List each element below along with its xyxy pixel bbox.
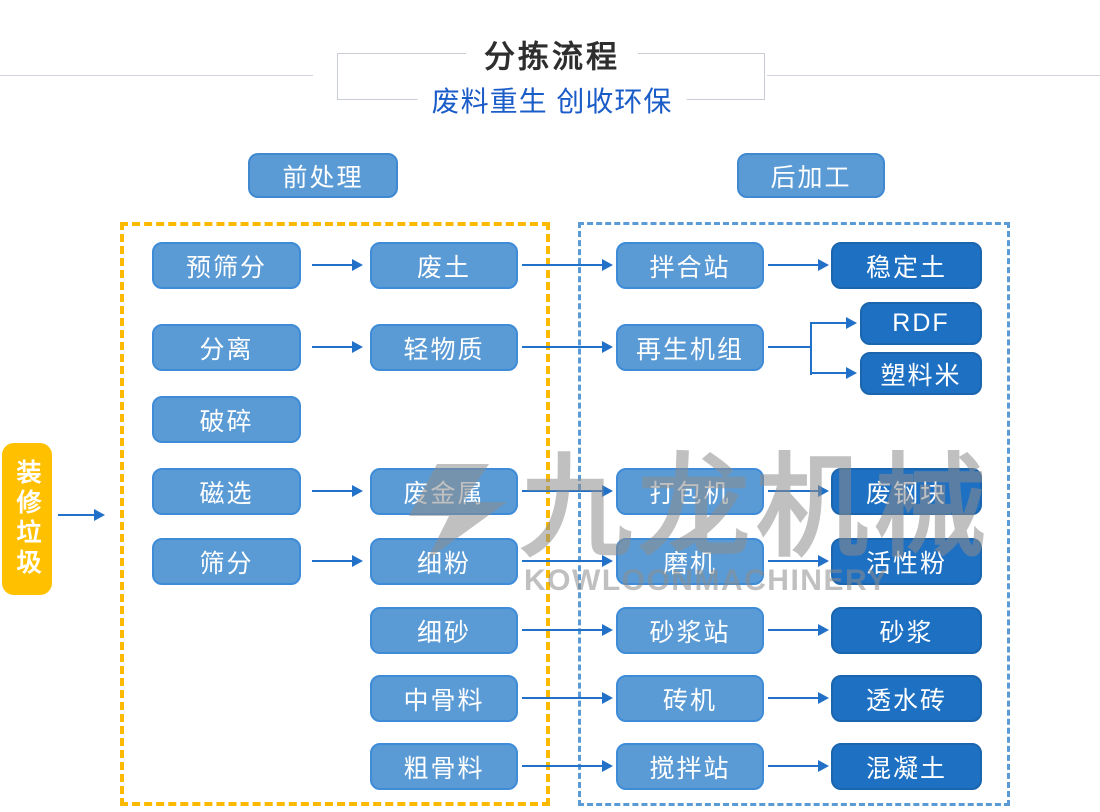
node-coarse-aggregate: 粗骨料	[370, 743, 518, 790]
node-stabilized-soil: 稳定土	[831, 242, 982, 289]
arrow-mediumaggregate-to-brickmachine	[522, 692, 613, 704]
node-mill: 磨机	[616, 538, 764, 585]
arrow-prescreen-to-wastesoil	[312, 259, 363, 271]
arrow-finepowder-to-mill	[522, 555, 613, 567]
arrow-mortarstation-to-mortar	[768, 624, 829, 636]
arrow-regenerationunit-to-plasticpellets	[812, 367, 857, 379]
node-waste-soil: 废土	[370, 242, 518, 289]
section-label-postprocessing: 后加工	[737, 153, 885, 198]
postprocessing-group-box	[578, 222, 1010, 806]
page-title: 分拣流程	[466, 31, 638, 77]
node-baler: 打包机	[616, 468, 764, 515]
node-fine-powder: 细粉	[370, 538, 518, 585]
arrow-mixingstation-to-stabilizedsoil	[768, 259, 829, 271]
node-plastic-pellets: 塑料米	[860, 352, 982, 395]
arrow-screening-to-finepowder	[312, 555, 363, 567]
arrow-regenerationunit-to-rdf	[812, 317, 857, 329]
arrow-lightmaterial-to-regenerationunit	[522, 341, 613, 353]
node-active-powder: 活性粉	[831, 538, 982, 585]
arrow-coarseaggregate-to-stirringstation	[522, 760, 613, 772]
source-node-renovation-waste: 装修垃圾	[2, 443, 52, 595]
node-stirring-station: 搅拌站	[616, 743, 764, 790]
arrow-scrapmetal-to-baler	[522, 485, 613, 497]
node-mixing-station: 拌合站	[616, 242, 764, 289]
node-screening: 筛分	[152, 538, 301, 585]
node-brick-machine: 砖机	[616, 675, 764, 722]
node-mortar: 砂浆	[831, 607, 982, 654]
page-subtitle: 废料重生 创收环保	[417, 80, 687, 120]
arrow-finesand-to-mortarstation	[522, 624, 613, 636]
node-scrap-metal: 废金属	[370, 468, 518, 515]
arrow-stirringstation-to-concrete	[768, 760, 829, 772]
preprocessing-group-box	[120, 222, 550, 806]
arrow-baler-to-scrapsteel	[768, 485, 829, 497]
node-concrete: 混凝土	[831, 743, 982, 790]
node-separation: 分离	[152, 324, 301, 371]
arrow-mill-to-activepowder	[768, 555, 829, 567]
arrow-brickmachine-to-permeablebrick	[768, 692, 829, 704]
arrow-magnetic-to-scrapmetal	[312, 485, 363, 497]
node-magnetic-separation: 磁选	[152, 468, 301, 515]
node-medium-aggregate: 中骨料	[370, 675, 518, 722]
node-crushing: 破碎	[152, 396, 301, 443]
node-light-material: 轻物质	[370, 324, 518, 371]
node-pre-screening: 预筛分	[152, 242, 301, 289]
node-fine-sand: 细砂	[370, 607, 518, 654]
node-permeable-brick: 透水砖	[831, 675, 982, 722]
arrow-source-to-preprocessing	[58, 509, 105, 521]
node-rdf: RDF	[860, 302, 982, 345]
node-mortar-station: 砂浆站	[616, 607, 764, 654]
branch-line-vertical	[810, 322, 812, 375]
section-label-preprocessing: 前处理	[248, 153, 398, 198]
node-regeneration-unit: 再生机组	[616, 324, 764, 371]
node-scrap-steel-block: 废钢块	[831, 468, 982, 515]
branch-line-horizontal	[768, 346, 812, 348]
arrow-wastesoil-to-mixingstation	[522, 259, 613, 271]
arrow-separation-to-lightmaterial	[312, 341, 363, 353]
